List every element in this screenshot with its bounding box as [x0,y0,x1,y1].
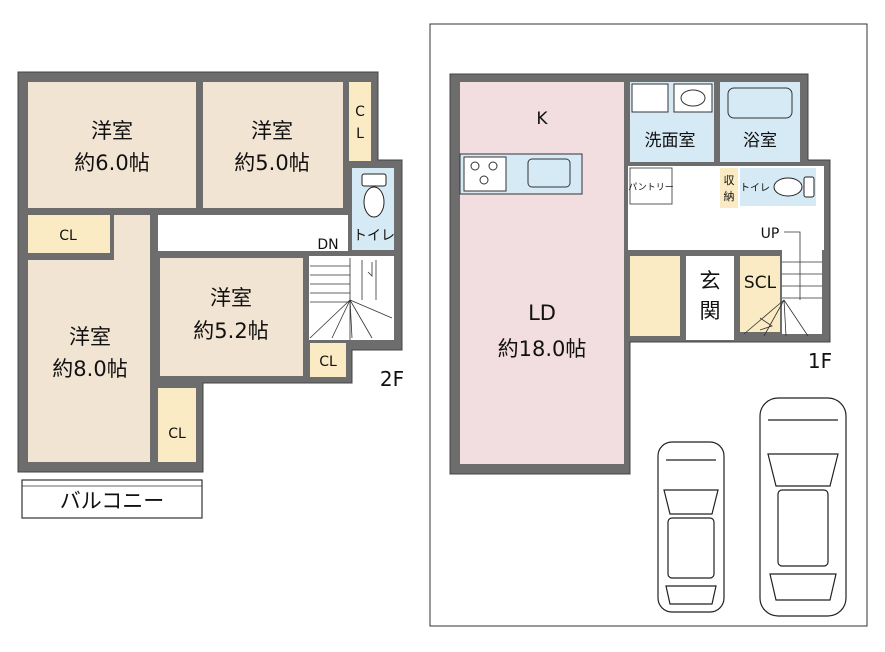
label-balcony: バルコニー [60,489,165,513]
label-yoshitsu-6: 洋室 [91,119,133,143]
bathtub [727,87,793,119]
label-size-6: 約6.0帖 [74,151,149,175]
label-size-5-2: 約5.2帖 [193,319,268,343]
room-8-0 [28,215,150,462]
hallway-2f [158,215,348,251]
stair-1f [782,250,822,334]
room-genkan [686,256,734,340]
label-cl-top-l: L [356,126,364,142]
label-yoshitsu-5-2: 洋室 [210,286,252,310]
toilet-fixture-1f [773,176,815,198]
label-yokushitsu: 浴室 [743,131,777,151]
washbasin [631,83,713,113]
closet-cl-small [310,343,346,377]
label-cl-top-c: C [355,104,365,120]
label-cl-small: CL [319,354,337,370]
floor-2f: 洋室 約6.0帖 洋室 約5.0帖 C L トイレ DN CL 洋室 約8.0帖… [17,71,404,519]
closet-cl-bottom [158,388,196,462]
label-toilet-2f: トイレ [353,228,395,244]
label-shuno-b: 納 [724,190,735,203]
room-ld [460,82,624,464]
car-right [759,397,847,617]
label-toilet-1f: トイレ [740,183,770,194]
label-ld: LD [528,301,556,325]
label-up: UP [761,226,780,242]
pantry [629,167,673,205]
kitchen-counter [459,153,583,195]
label-yoshitsu-5: 洋室 [251,119,293,143]
room-5-2 [160,258,303,376]
closet-cl-top [349,82,371,161]
room-6-0 [28,82,196,208]
stair-lines-2f [309,258,393,340]
label-ld-size: 約18.0帖 [498,337,587,361]
floor-1f: K LD 約18.0帖 洗面室 浴室 パントリー 収 納 トイレ UP 玄 関 … [429,23,868,627]
stair-lines-1f [743,231,822,337]
car-left [657,441,725,613]
label-genkan-b: 関 [700,299,721,323]
label-dn: DN [317,237,338,253]
label-pantry: パントリー [628,182,673,193]
toilet-fixture-2f [361,173,387,218]
closet-cl-left [28,215,110,253]
label-1f: 1F [808,349,832,373]
label-yoshitsu-8: 洋室 [69,325,111,349]
label-genkan-a: 玄 [700,269,721,293]
room-5-0 [203,82,343,208]
label-k: K [536,109,548,129]
label-size-5: 約5.0帖 [234,151,309,175]
label-cl-left: CL [59,228,77,244]
storage-shuno [720,168,738,208]
closet-1f [630,256,680,336]
label-size-8: 約8.0帖 [52,357,127,381]
label-cl-bottom: CL [168,426,186,442]
label-2f: 2F [380,367,404,391]
label-scl: SCL [744,273,777,293]
label-shuno-a: 収 [724,174,735,187]
label-senmen: 洗面室 [645,131,696,151]
